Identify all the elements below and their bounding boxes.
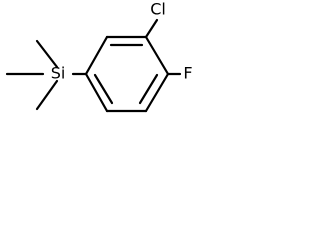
c-cl-bond [144, 18, 159, 39]
ring-double-bond-left [93, 73, 114, 105]
structural-formula: Si Cl F [0, 0, 210, 120]
atom-label-cl: Cl [150, 0, 166, 19]
ring-bond-1 [84, 35, 109, 76]
molecule-drawing: Si Cl F [5, 0, 193, 113]
si-methyl-top-bond [35, 39, 59, 69]
ring-bond-4 [144, 72, 170, 113]
ring-bond-3 [144, 35, 170, 76]
atom-label-si: Si [51, 64, 66, 83]
ring-bond-6 [84, 72, 109, 113]
ring-double-bond-right [138, 73, 159, 105]
atom-label-f: F [183, 64, 192, 83]
si-methyl-bottom-bond [35, 79, 59, 111]
